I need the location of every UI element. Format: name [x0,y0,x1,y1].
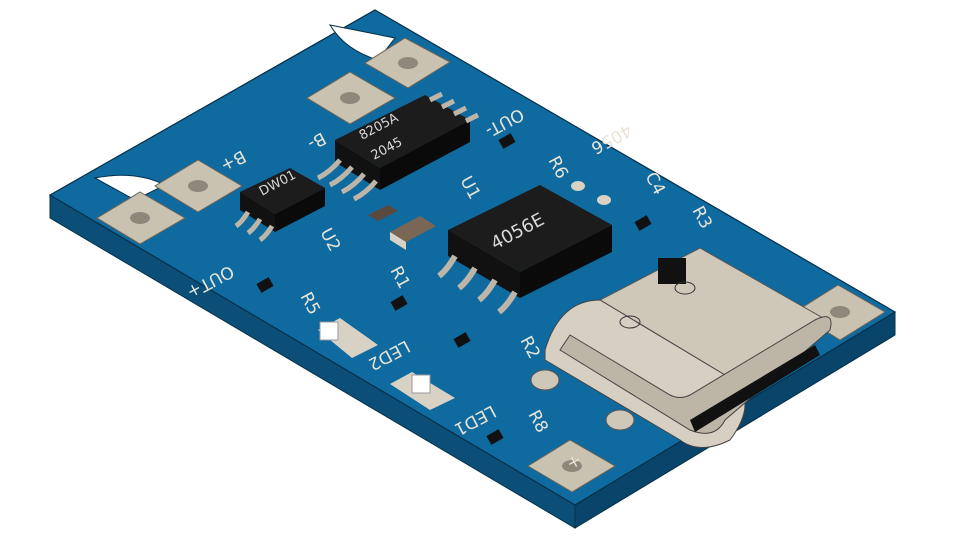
resistor-r6 [498,133,516,149]
via-hole [340,92,360,104]
usb-tab [658,258,686,284]
capacitor [368,205,398,221]
test-point [597,195,611,205]
resistor-r5 [256,277,274,293]
resistor-r2 [453,332,471,348]
chip-4056e: 4056E [437,185,612,315]
usb-leg [530,369,560,391]
passives [256,133,652,445]
via-hole [188,180,208,192]
resistor-r1 [390,295,408,311]
led1-lens [411,374,431,394]
via-hole [562,460,582,472]
capacitor [390,216,436,242]
usb-c-connector [530,247,832,448]
usb-hole [619,315,641,329]
via-hole [130,212,150,224]
chip-u2: DW01 [234,168,325,243]
resistor-r8 [486,429,504,445]
usb-hole [674,281,696,295]
usb-port-opening [690,345,820,432]
via-hole [398,57,418,69]
chip-u1: 8205A 2045 [316,91,480,202]
via-hole [830,306,850,318]
usb-leg [605,409,635,431]
test-point [571,181,585,191]
resistor-r3 [634,215,652,231]
led2-lens [319,321,339,341]
